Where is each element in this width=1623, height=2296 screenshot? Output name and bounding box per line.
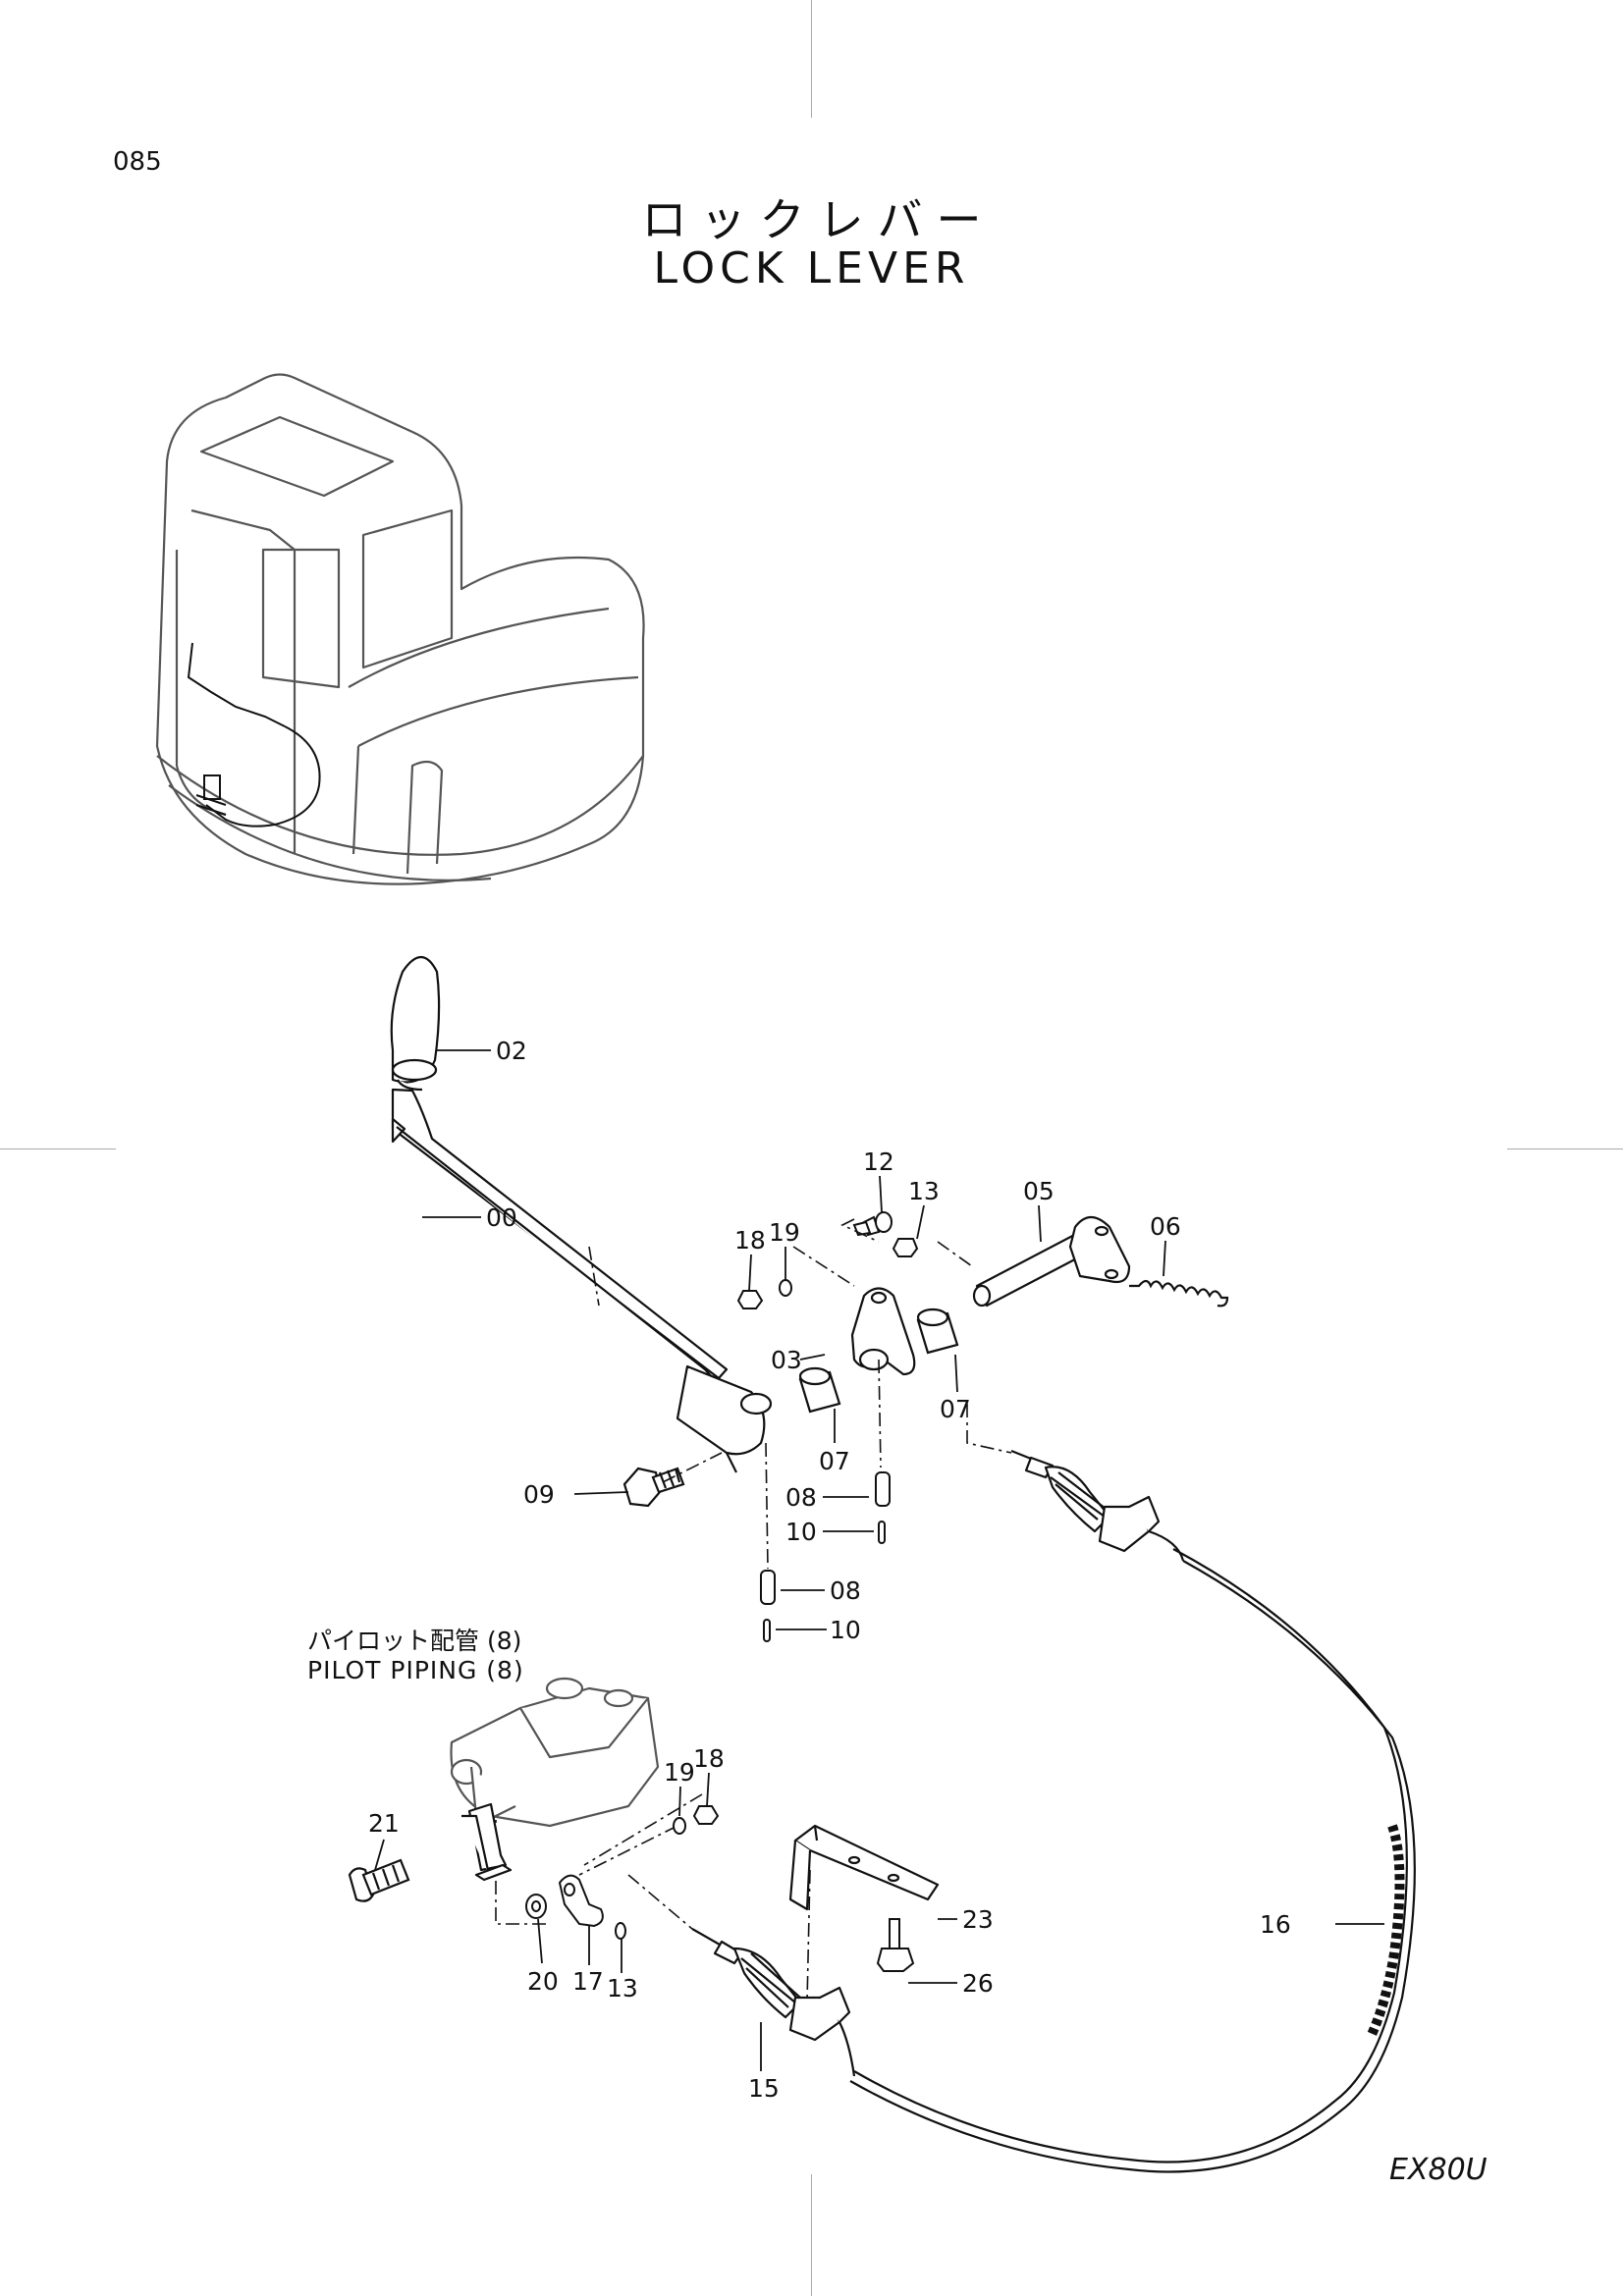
cable-lower-end-15 — [691, 1928, 856, 2077]
part-label: 10 — [830, 1616, 861, 1644]
clevis-hardware — [525, 1805, 720, 1940]
overview-lever-highlight — [187, 642, 321, 828]
part-label: 17 — [572, 1967, 604, 1996]
pilot-valve — [450, 1677, 660, 1828]
bolt-21 — [348, 1858, 410, 1902]
part-label: 08 — [830, 1576, 861, 1605]
part-label: 15 — [748, 2074, 780, 2103]
part-label: 07 — [819, 1447, 850, 1475]
pilot-piping-label-en: PILOT PIPING (8) — [307, 1656, 524, 1684]
pilot-piping-label-ja: パイロット配管 (8) — [307, 1627, 522, 1655]
part-label: 18 — [693, 1744, 725, 1773]
part-label: 19 — [769, 1218, 800, 1247]
leader-lines — [374, 1049, 1384, 2071]
part-label: 03 — [771, 1346, 802, 1374]
page-number: 085 — [113, 147, 162, 177]
part-label: 07 — [940, 1395, 971, 1423]
title-english: LOCK LEVER — [653, 243, 970, 294]
part-label: 10 — [785, 1518, 817, 1546]
part-label: 08 — [785, 1483, 817, 1512]
control-cable-16 — [849, 1548, 1416, 2173]
bracket-23 — [788, 1824, 940, 1911]
bolt-26 — [876, 1918, 915, 1972]
part-label: 05 — [1023, 1177, 1055, 1205]
part-label: 13 — [908, 1177, 940, 1205]
part-label: 18 — [734, 1226, 766, 1255]
part-label: 26 — [962, 1969, 994, 1998]
part-label: 09 — [523, 1480, 555, 1509]
excavator-overview — [155, 373, 645, 885]
part-label: 21 — [368, 1809, 400, 1838]
pin-05 — [972, 1215, 1131, 1308]
crop-mark-top — [811, 0, 812, 118]
part-callouts: 02 00 12 13 05 06 18 19 03 07 07 09 08 1… — [368, 1037, 1291, 2103]
cable-upper-end — [1010, 1449, 1185, 1562]
part-label: 23 — [962, 1905, 994, 1934]
part-label: 19 — [664, 1758, 695, 1787]
part-label: 02 — [496, 1037, 527, 1065]
crop-mark-left — [0, 1148, 116, 1149]
part-label: 12 — [863, 1148, 894, 1176]
pilot-lever-bracket — [461, 1802, 513, 1882]
model-code: EX80U — [1389, 2153, 1488, 2187]
part-label: 16 — [1260, 1910, 1291, 1939]
crop-mark-bottom — [811, 2174, 812, 2296]
part-label: 00 — [486, 1203, 517, 1232]
bolt-09 — [622, 1467, 685, 1508]
bushings-07 — [798, 1308, 959, 1414]
assembly-guide-lines — [495, 1218, 1012, 2003]
lock-lever-assembly — [390, 955, 773, 1473]
crop-mark-right — [1507, 1148, 1623, 1149]
pins-08-10 — [760, 1471, 891, 1642]
part-label: 20 — [527, 1967, 559, 1996]
part-label: 13 — [607, 1974, 638, 2002]
part-label: 06 — [1150, 1212, 1181, 1241]
plate-03 — [850, 1287, 916, 1376]
spring-06 — [1129, 1279, 1229, 1308]
title-japanese: ロックレバー — [641, 193, 996, 246]
